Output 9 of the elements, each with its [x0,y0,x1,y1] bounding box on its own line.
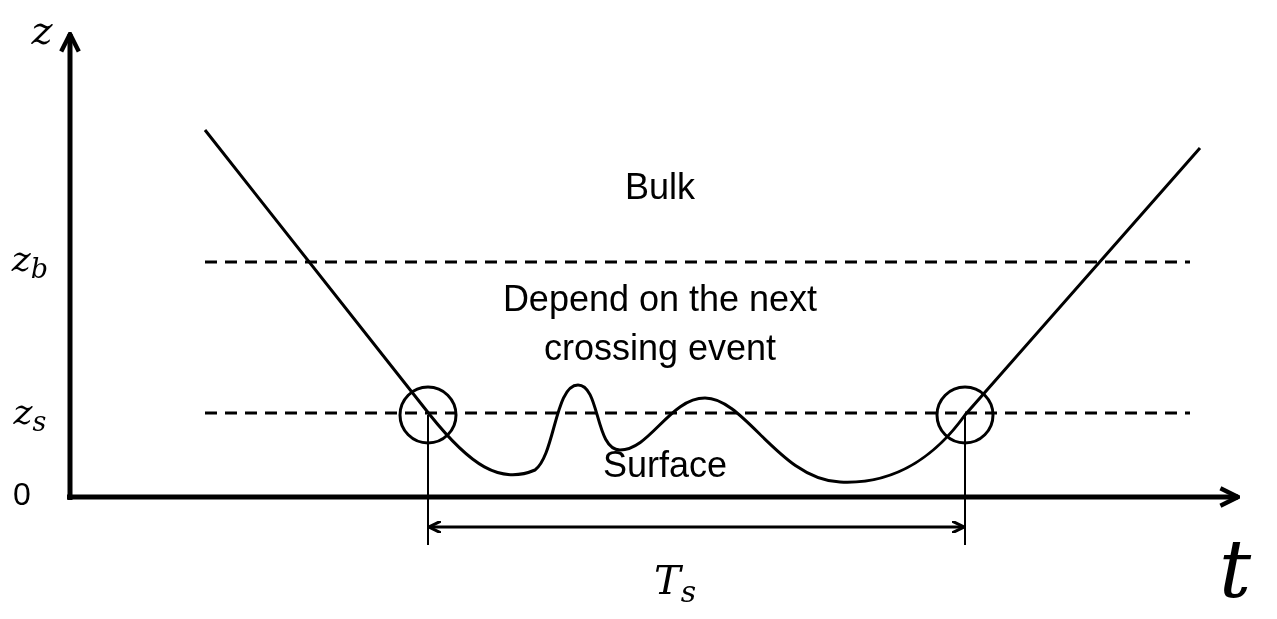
region-label: Depend on the next crossing event [502,278,818,368]
level-label: z$_{s}$ [13,391,47,432]
duration-label: T$_{s}$ [653,557,697,603]
region-label: Surface [602,444,728,485]
axis-label: t [1218,523,1252,616]
origin-label: 0 [13,476,31,512]
level-label: z$_{b}$ [11,238,49,279]
axis-label: z [31,7,53,53]
region-label: Bulk [625,166,695,207]
